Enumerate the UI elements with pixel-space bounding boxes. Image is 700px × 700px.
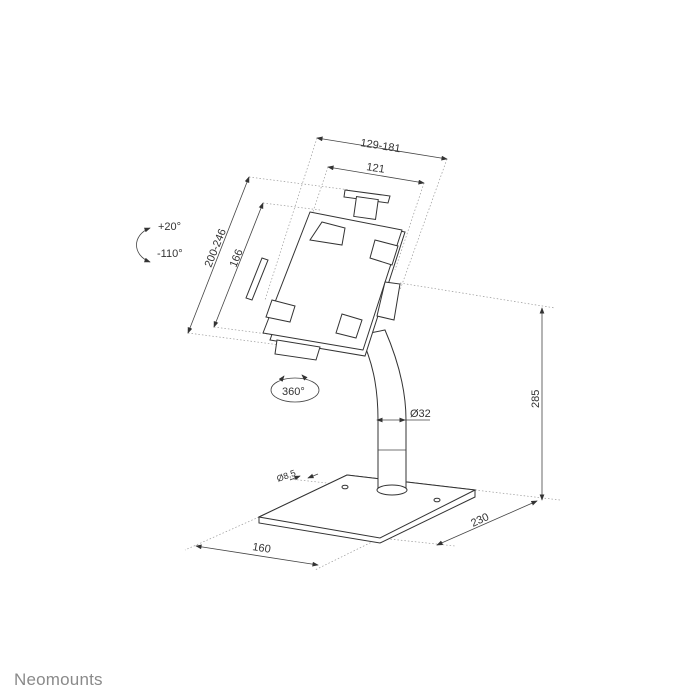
label-tablet-width-range: 129-181 (360, 137, 402, 155)
label-hole-diameter: Ø8.5 (275, 468, 297, 484)
label-tilt-up: +20° (158, 221, 181, 233)
label-tilt-down: -110° (157, 248, 183, 260)
tilt-indicator (136, 227, 151, 263)
base-plate (257, 474, 477, 544)
label-pole-diameter: Ø32 (410, 408, 431, 420)
label-base-depth: 230 (469, 511, 491, 530)
dimension-lines (187, 136, 545, 567)
mounting-hole (433, 497, 441, 503)
label-base-width: 160 (252, 541, 272, 556)
label-total-height: 285 (530, 390, 542, 408)
gooseneck-pole (359, 329, 408, 496)
label-tablet-height-range: 200-246 (203, 227, 229, 269)
label-holder-height: 166 (228, 248, 246, 270)
label-holder-width: 121 (366, 161, 386, 176)
brand-logo: Neomounts (14, 670, 103, 689)
mounting-hole (341, 484, 349, 490)
tablet-holder (245, 189, 406, 361)
rotation-indicator (270, 374, 320, 403)
label-rotation: 360° (282, 386, 305, 398)
